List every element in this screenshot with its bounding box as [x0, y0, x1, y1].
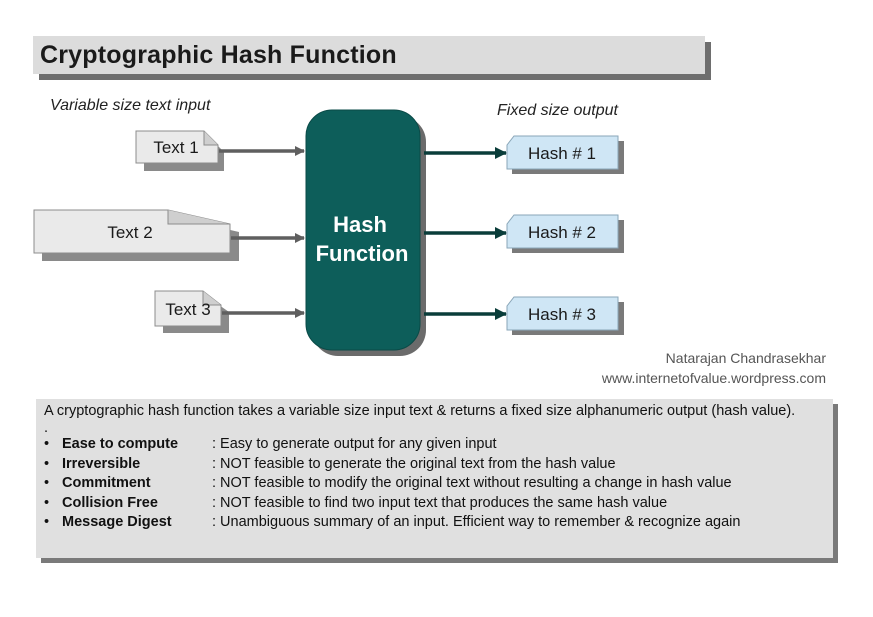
list-item: • Irreversible : NOT feasible to generat…	[44, 455, 825, 475]
title-bar: Cryptographic Hash Function	[33, 36, 705, 74]
description-box: A cryptographic hash function takes a va…	[36, 399, 833, 558]
output-hash-3: Hash # 3	[506, 296, 624, 335]
output-hash-2: Hash # 2	[506, 214, 624, 253]
input-caption: Variable size text input	[50, 97, 211, 114]
list-item: • Collision Free : NOT feasible to find …	[44, 494, 825, 514]
property-definition: : NOT feasible to generate the original …	[212, 455, 616, 472]
input-label-2: Text 2	[107, 223, 152, 242]
property-definition: : Easy to generate output for any given …	[212, 436, 497, 453]
property-term: Message Digest	[62, 514, 172, 531]
description-dot: .	[44, 420, 49, 436]
bullet-dot: •	[44, 494, 50, 511]
input-text-1: Text 1	[135, 130, 224, 171]
bullet-dot: •	[44, 455, 50, 472]
output-label-3: Hash # 3	[528, 305, 596, 324]
bullet-dot: •	[44, 436, 50, 453]
list-item: • Message Digest : Unambiguous summary o…	[44, 513, 825, 533]
output-label-1: Hash # 1	[528, 144, 596, 163]
output-caption: Fixed size output	[497, 102, 618, 119]
output-label-2: Hash # 2	[528, 223, 596, 242]
bullet-dot: •	[44, 475, 50, 492]
hash-function-line-1: Hash	[333, 212, 387, 237]
property-definition: : NOT feasible to find two input text th…	[212, 494, 668, 511]
credit-name: Natarajan Chandrasekhar	[665, 350, 826, 366]
hash-function-line-2: Function	[316, 241, 409, 266]
property-term: Ease to compute	[62, 436, 179, 453]
page-title: Cryptographic Hash Function	[40, 40, 397, 69]
description-intro: A cryptographic hash function takes a va…	[44, 403, 796, 419]
list-item: • Ease to compute : Easy to generate out…	[44, 435, 825, 455]
property-term: Irreversible	[62, 455, 141, 472]
hash-function-block: Hash Function	[305, 109, 426, 356]
output-hash-1: Hash # 1	[506, 135, 624, 174]
property-term: Collision Free	[62, 494, 158, 511]
credit-site: www.internetofvalue.wordpress.com	[601, 370, 826, 386]
bullet-dot: •	[44, 514, 50, 531]
input-text-3: Text 3	[154, 290, 229, 333]
input-label-3: Text 3	[165, 300, 210, 319]
input-label-1: Text 1	[153, 138, 198, 157]
list-item: • Commitment : NOT feasible to modify th…	[44, 474, 825, 494]
property-term: Commitment	[62, 475, 151, 492]
property-list: • Ease to compute : Easy to generate out…	[44, 435, 825, 533]
property-definition: : NOT feasible to modify the original te…	[212, 475, 732, 492]
property-definition: : Unambiguous summary of an input. Effic…	[212, 514, 741, 531]
input-text-2: Text 2	[33, 209, 239, 261]
